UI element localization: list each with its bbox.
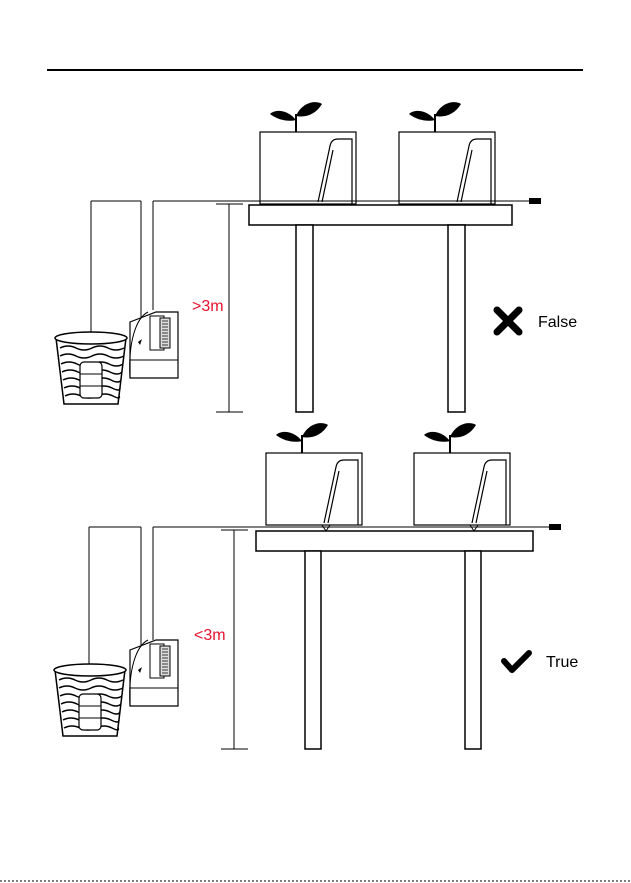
tube-end-cap bbox=[529, 198, 541, 204]
plant-pot bbox=[414, 423, 510, 531]
verdict-label: True bbox=[546, 654, 578, 671]
pump-device bbox=[130, 312, 178, 378]
plant-pot bbox=[260, 102, 356, 210]
plant-pot bbox=[399, 102, 495, 210]
table-leg bbox=[465, 551, 481, 749]
table-top bbox=[256, 531, 533, 551]
water-bucket bbox=[55, 332, 127, 404]
plant-pot bbox=[266, 423, 362, 531]
table-leg bbox=[448, 225, 465, 412]
panel-true: <3m True bbox=[54, 423, 578, 749]
height-label: >3m bbox=[192, 298, 224, 315]
table-leg bbox=[305, 551, 321, 749]
pump-device bbox=[130, 640, 178, 706]
panel-false: >3m False bbox=[55, 102, 577, 412]
water-bucket bbox=[54, 664, 126, 736]
height-label: <3m bbox=[194, 627, 226, 644]
table-top bbox=[249, 205, 512, 225]
check-icon bbox=[504, 653, 529, 670]
tube-end-cap bbox=[549, 524, 561, 530]
verdict-label: False bbox=[538, 314, 577, 331]
table-leg bbox=[296, 225, 313, 412]
cross-icon bbox=[497, 310, 519, 332]
